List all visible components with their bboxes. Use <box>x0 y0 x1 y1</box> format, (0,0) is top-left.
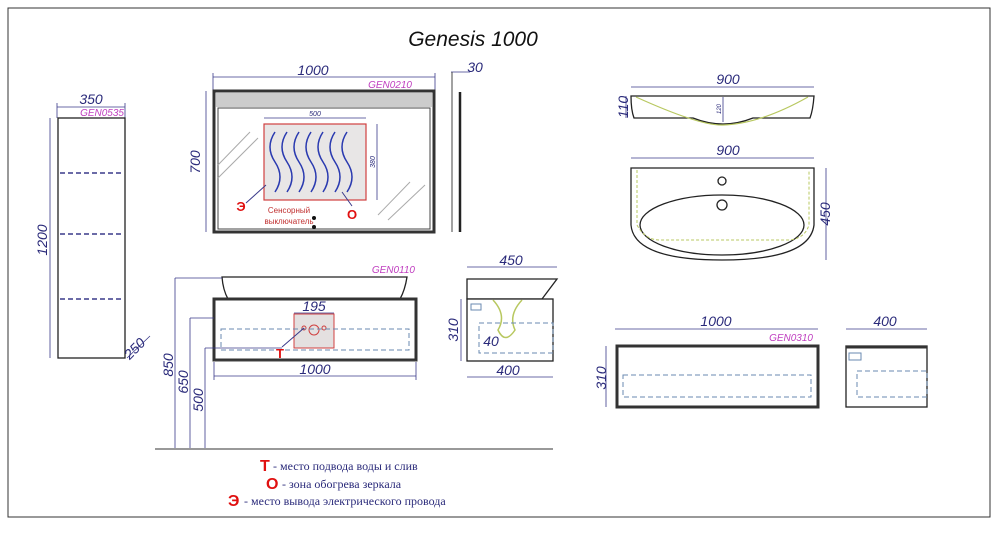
lower-cabinet-side: 400 <box>845 313 928 408</box>
height-850: 850 <box>160 353 176 377</box>
touch-switch-icon <box>312 216 316 220</box>
mark-t: Т <box>276 346 284 361</box>
basin-side-width: 900 <box>716 71 740 87</box>
heating-width: 500 <box>309 111 321 118</box>
height-650: 650 <box>175 370 191 394</box>
switch-label-1: Сенсорный <box>268 206 310 215</box>
drawing-frame <box>7 7 991 518</box>
tall-cabinet-height: 1200 <box>34 224 50 255</box>
vanity-width: 1000 <box>299 361 330 377</box>
mirror-code: GEN0210 <box>368 80 412 91</box>
basin-bowl-depth: 120 <box>717 103 723 114</box>
vanity-side-offset: 40 <box>483 333 499 349</box>
heating-height: 380 <box>370 156 377 168</box>
legend-text-o: - зона обогрева зеркала <box>282 477 402 491</box>
legend-text-e: - место вывода электрического провода <box>244 494 446 508</box>
vanity-front: GEN0110 195 Т 1000 850 650 500 <box>155 265 553 450</box>
basin-top: 900 450 <box>630 142 833 261</box>
tall-cabinet-width: 350 <box>79 91 103 107</box>
height-500: 500 <box>190 388 206 412</box>
lower-cabinet-width: 1000 <box>700 313 731 329</box>
vanity-side-depth-top: 450 <box>499 252 523 268</box>
mirror-front: 1000 GEN0210 700 500 380 Э О Сенсорный в… <box>187 62 436 234</box>
basin-top-width: 900 <box>716 142 740 158</box>
legend-mark-e: Э <box>228 493 239 510</box>
drawing-title: Genesis 1000 <box>408 28 538 51</box>
mirror-side: 30 <box>451 59 483 232</box>
vanity-code: GEN0110 <box>372 265 416 276</box>
heating-waves-icon <box>269 131 353 193</box>
vanity-side: 450 310 40 400 <box>445 252 559 378</box>
lower-cabinet-height: 310 <box>593 366 609 390</box>
legend-mark-o: О <box>266 476 278 493</box>
legend-text-t: - место подвода воды и слив <box>273 459 418 473</box>
mirror-height: 700 <box>187 150 203 174</box>
vanity-side-depth: 400 <box>496 362 520 378</box>
vanity-side-height: 310 <box>445 318 461 342</box>
basin-side-height: 110 <box>615 96 631 119</box>
lower-cabinet-side-depth: 400 <box>873 313 897 329</box>
service-width: 195 <box>302 298 326 314</box>
switch-label-2: выключатель <box>264 217 313 226</box>
heating-zone <box>263 123 367 201</box>
lower-cabinet-front: 1000 GEN0310 310 <box>593 313 820 409</box>
mark-o: О <box>347 207 357 222</box>
legend: Т - место подвода воды и слив О - зона о… <box>228 458 446 510</box>
lower-cabinet-code: GEN0310 <box>769 333 813 344</box>
mirror-width: 1000 <box>297 62 328 78</box>
tall-cabinet-code: GEN0535 <box>80 108 124 119</box>
mark-e: Э <box>236 199 245 214</box>
tall-cabinet: 350 GEN0535 1200 250 <box>34 91 151 363</box>
legend-mark-t: Т <box>260 458 270 475</box>
basin-side: 900 120 110 <box>615 71 815 126</box>
mirror-depth: 30 <box>467 59 483 75</box>
basin-top-depth: 450 <box>817 202 833 226</box>
